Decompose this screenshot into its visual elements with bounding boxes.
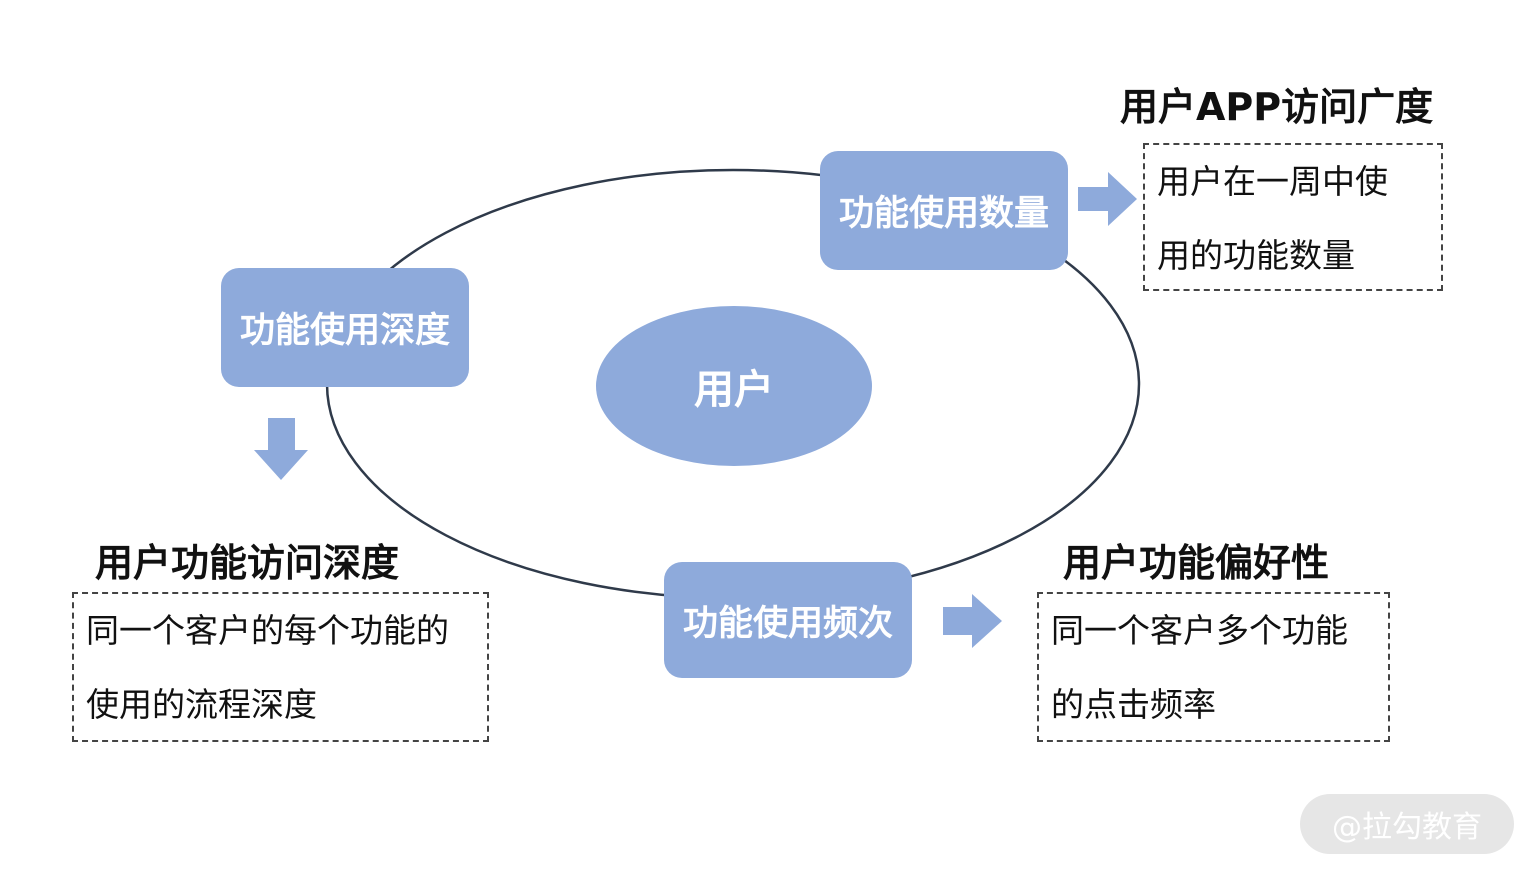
arrow-right-icon (1078, 172, 1137, 226)
node-feature-frequency: 功能使用频次 (664, 562, 912, 678)
outcome-breadth-description: 用户在一周中使 用的功能数量 (1143, 143, 1443, 291)
arrow-right-icon (943, 594, 1002, 648)
outcome-preference-line-2: 的点击频率 (1051, 685, 1216, 724)
outcome-visit-depth-line-1: 同一个客户的每个功能的 (86, 611, 449, 650)
center-user-node: 用户 (596, 306, 872, 466)
node-feature-count: 功能使用数量 (820, 151, 1068, 270)
arrow-down-icon (254, 418, 308, 480)
outcome-visit-depth-title: 用户功能访问深度 (95, 541, 400, 585)
node-feature-depth-label: 功能使用深度 (239, 311, 450, 351)
outcome-preference-title: 用户功能偏好性 (1063, 541, 1330, 585)
outcome-breadth-title: 用户APP访问广度 (1120, 85, 1434, 129)
outcome-preference-description: 同一个客户多个功能 的点击频率 (1037, 592, 1390, 742)
center-user-label: 用户 (694, 367, 774, 413)
outcome-preference-line-1: 同一个客户多个功能 (1051, 611, 1348, 650)
node-feature-count-label: 功能使用数量 (838, 194, 1049, 234)
node-feature-depth: 功能使用深度 (221, 268, 469, 387)
outcome-visit-depth-description: 同一个客户的每个功能的 使用的流程深度 (72, 592, 489, 742)
outcome-visit-depth-line-2: 使用的流程深度 (86, 685, 317, 724)
node-feature-frequency-label: 功能使用频次 (682, 603, 893, 644)
watermark-badge: @拉勾教育 (1300, 794, 1514, 854)
outcome-breadth-line-2: 用的功能数量 (1157, 236, 1355, 275)
watermark-text: @拉勾教育 (1332, 810, 1482, 845)
outcome-breadth-line-1: 用户在一周中使 (1157, 162, 1388, 201)
